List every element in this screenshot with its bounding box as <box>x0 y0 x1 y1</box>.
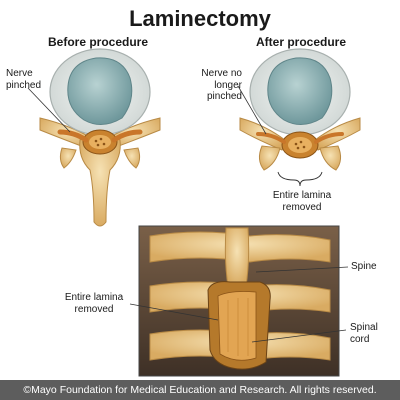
nerve-free-pointer <box>237 85 267 135</box>
label-nerve-no-longer-pinched: Nerve no longer pinched <box>178 68 242 103</box>
spinal-cord-after <box>288 137 312 153</box>
inset-lamina-pointer <box>129 303 219 321</box>
nerve-pinched-pointer <box>27 87 71 133</box>
label-lamina-top-line2: removed <box>282 201 322 213</box>
nerve-root-right <box>111 129 143 143</box>
label-nerve-free-line2: longer pinched <box>206 79 242 103</box>
facet-right-after <box>319 145 342 171</box>
spinal-cord-before <box>89 135 111 149</box>
inset-spinous-process <box>224 227 250 287</box>
label-nerve-pinched-line2: pinched <box>6 79 42 91</box>
removed-lamina-brace <box>277 171 323 187</box>
spine-inset <box>138 225 340 377</box>
before-procedure-heading: Before procedure <box>48 35 149 49</box>
lamina-and-spinous-process <box>79 134 121 227</box>
facet-left-after <box>258 145 281 171</box>
label-nerve-pinched: Nerve pinched <box>6 68 41 91</box>
after-procedure-heading: After procedure <box>256 35 347 49</box>
label-lamina-top-line1: Entire lamina <box>272 190 332 201</box>
label-lamina-removed-top: Entire lamina removed <box>264 190 340 213</box>
facet-right <box>123 147 141 169</box>
nerve-root-free-right <box>314 132 344 144</box>
label-lamina-inset-line1: Entire lamina <box>64 292 124 303</box>
copyright-footer: ©Mayo Foundation for Medical Education a… <box>0 380 400 400</box>
label-spinal-cord-line1: Spinal <box>350 322 378 333</box>
label-lamina-removed-inset: Entire lamina removed <box>56 292 132 315</box>
spine-pointer <box>255 266 349 273</box>
label-spinal-cord: Spinal cord <box>350 322 378 345</box>
label-spinal-cord-line2: cord <box>350 333 370 345</box>
label-spine: Spine <box>351 261 377 272</box>
label-lamina-inset-line2: removed <box>74 303 114 315</box>
label-nerve-free-line1: Nerve no <box>201 68 242 79</box>
nucleus-after <box>267 57 333 125</box>
label-nerve-pinched-line1: Nerve <box>6 68 33 79</box>
diagram-title: Laminectomy <box>129 6 271 31</box>
vertebra-after <box>239 48 361 171</box>
nerve-root-free <box>256 132 286 144</box>
nerve-root-pinched <box>57 129 89 143</box>
vertebra-before <box>39 48 161 227</box>
inset-spinal-cord <box>217 291 257 361</box>
nucleus-before <box>67 57 133 125</box>
spinal-cord-pointer <box>251 329 347 343</box>
facet-left <box>59 147 77 169</box>
